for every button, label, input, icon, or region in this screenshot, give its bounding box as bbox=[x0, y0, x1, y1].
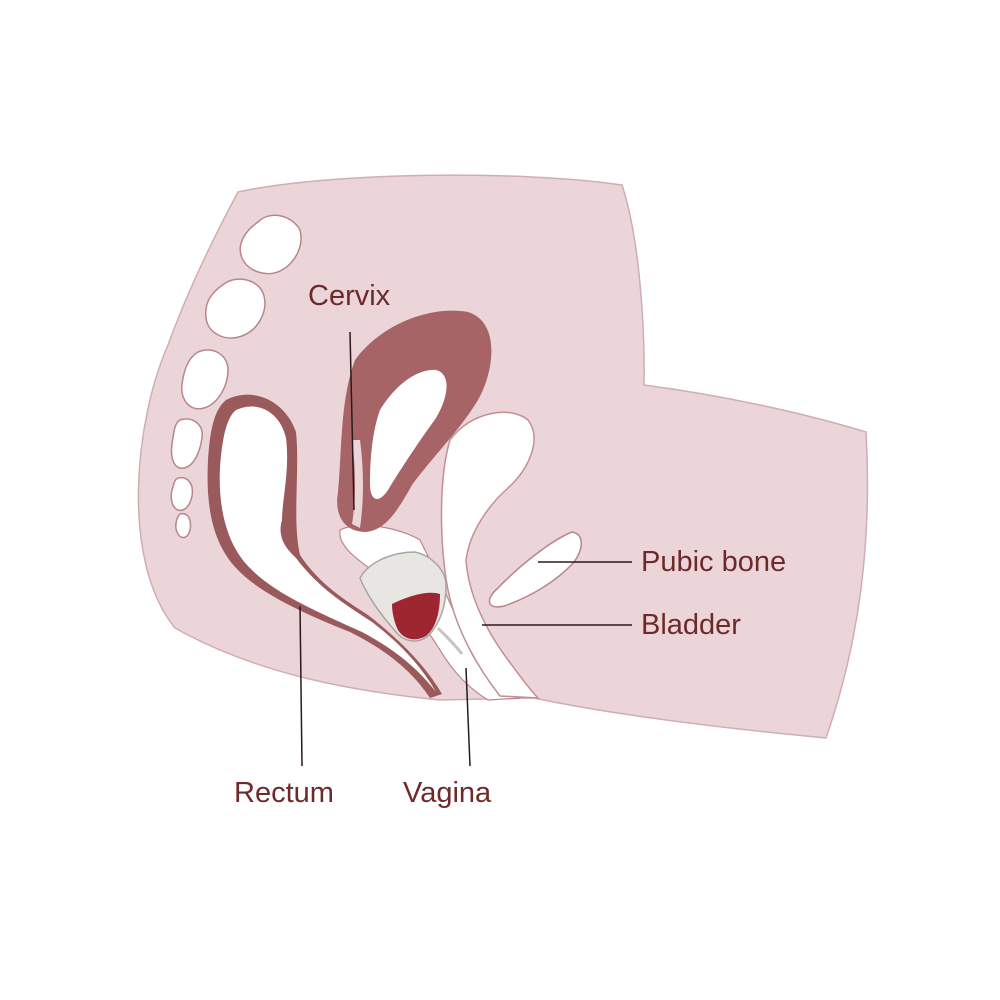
vertebra-2 bbox=[204, 278, 266, 339]
uterine-cavity bbox=[370, 369, 447, 499]
cervix-leader bbox=[349, 331, 355, 511]
vertebra-3 bbox=[181, 349, 229, 410]
cup-stem bbox=[436, 626, 464, 655]
label-bladder: Bladder bbox=[641, 609, 741, 641]
bladder bbox=[440, 411, 540, 699]
label-pubic-bone: Pubic bone bbox=[641, 546, 787, 578]
vertebra-5 bbox=[170, 476, 194, 512]
vertebra-6 bbox=[175, 512, 192, 539]
vagina-leader bbox=[465, 667, 471, 767]
label-vagina: Vagina bbox=[403, 777, 492, 809]
label-rectum: Rectum bbox=[234, 777, 334, 809]
menstrual-cup-icon bbox=[359, 551, 464, 655]
rectum-leader bbox=[299, 605, 303, 767]
rectum-lumen bbox=[219, 406, 436, 692]
vertebra-1 bbox=[239, 214, 302, 275]
vertebra-4 bbox=[170, 418, 203, 469]
leader-lines bbox=[299, 331, 632, 767]
cervix-gap bbox=[352, 440, 363, 528]
spine bbox=[170, 214, 302, 539]
menstrual-fluid bbox=[392, 592, 440, 640]
label-cervix: Cervix bbox=[308, 280, 391, 312]
